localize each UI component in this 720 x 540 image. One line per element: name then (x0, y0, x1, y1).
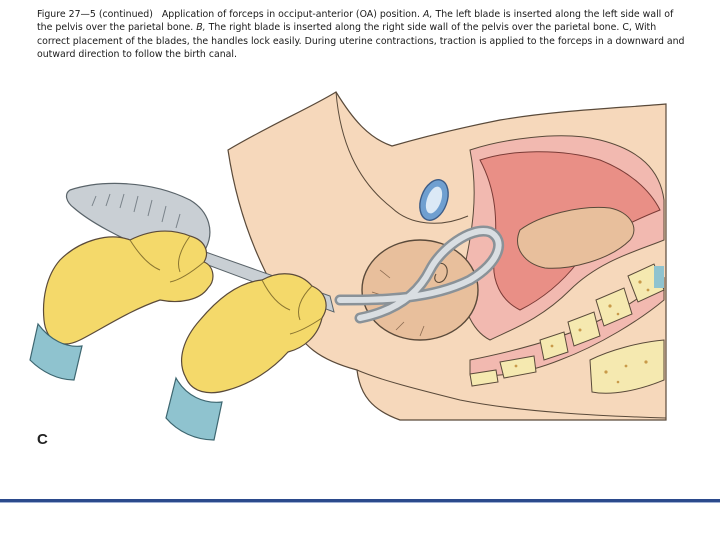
forceps-application-illustration (29, 91, 667, 441)
thigh-contour (356, 369, 667, 419)
fetal-body (517, 206, 635, 269)
lower-gloved-hand (181, 273, 327, 394)
footer-rule-light (0, 502, 720, 503)
bone-texture (514, 280, 650, 384)
upper-gloved-hand (42, 230, 214, 345)
spine-bones (469, 263, 665, 394)
forceps-blade-highlight (337, 228, 502, 321)
caption-figure-label: Figure 27—5 (continued) (37, 9, 153, 20)
caption-intro: Application of forceps in occiput-anteri… (161, 9, 420, 20)
upper-hand-finger-lines (129, 235, 205, 283)
lower-cuff (165, 376, 223, 441)
bladder-highlight (425, 186, 443, 214)
handle-grip-ridges (91, 193, 181, 229)
abdominal-wall (335, 91, 469, 224)
lower-hand-finger-lines (261, 279, 323, 335)
figure-caption: Figure 27—5 (continued) Application of f… (37, 8, 687, 62)
caption-b-label: B, (196, 22, 206, 34)
caption-c-text: C, With correct placement of the blades,… (37, 22, 685, 61)
footer-rule (0, 499, 720, 502)
panel-label-c: C (37, 431, 48, 448)
upper-cuff (29, 322, 83, 381)
caption-a-text: The left blade is inserted along the lef… (37, 9, 674, 34)
fetal-ear (431, 262, 448, 283)
caption-a-label: A, (422, 9, 433, 20)
disc-accent (654, 266, 664, 288)
caption-b-text: The right blade is inserted along the ri… (208, 22, 620, 34)
